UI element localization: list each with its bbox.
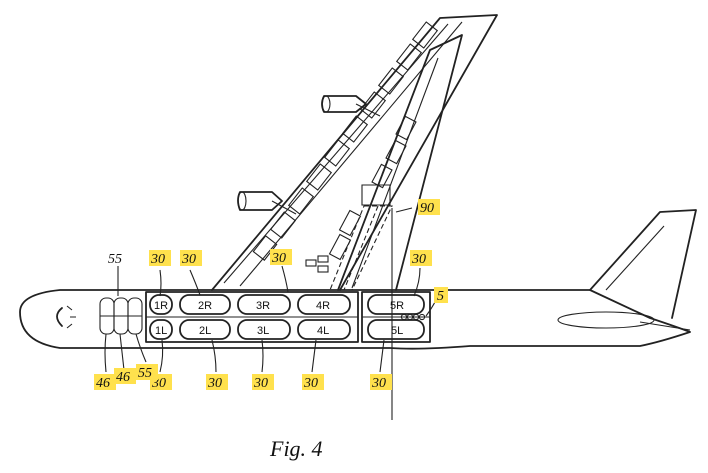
- reference-numerals: 30 30 30 30 90 5 55 30 30 30 30 30 46 46…: [94, 199, 448, 391]
- compartment-4l: 4L: [317, 325, 329, 337]
- ref-30-i: 30: [371, 376, 386, 391]
- ref-30-d: 30: [411, 252, 426, 267]
- ref-30-g: 30: [253, 376, 268, 391]
- ref-30-b: 30: [181, 252, 196, 267]
- forward-unit-stack: [99, 297, 143, 335]
- fuselage: [19, 209, 697, 350]
- compartment-5l: 5L: [391, 325, 403, 337]
- ref-55-top: 55: [108, 252, 122, 267]
- compartment-row-left: 1L 2L 3L 4L 5L: [149, 319, 425, 340]
- compartment-1l: 1L: [155, 325, 167, 337]
- ref-90: 90: [420, 201, 434, 216]
- upper-engine-inboard: [237, 191, 297, 215]
- ref-5: 5: [437, 289, 444, 304]
- upper-wing: [211, 14, 498, 291]
- compartment-3l: 3L: [257, 325, 269, 337]
- compartment-row-right: 1R 2R 3R 4R 5R: [149, 294, 425, 315]
- leader-lines: [104, 207, 437, 373]
- ref-30-h: 30: [303, 376, 318, 391]
- compartment-5r: 5R: [390, 300, 404, 312]
- item-5-chain: [400, 313, 426, 321]
- ref-30-f: 30: [207, 376, 222, 391]
- upper-engine-outboard: [321, 95, 381, 117]
- lower-wing: [305, 34, 463, 291]
- compartment-2l: 2L: [199, 325, 211, 337]
- ref-30-a: 30: [150, 252, 165, 267]
- ref-30-c: 30: [271, 251, 286, 266]
- ref-46-b: 46: [116, 370, 130, 385]
- ref-55-bottom: 55: [138, 366, 152, 381]
- figure-caption: Fig. 4: [270, 436, 323, 461]
- compartment-4r: 4R: [316, 300, 330, 312]
- compartment-1r: 1R: [154, 300, 168, 312]
- compartment-2r: 2R: [198, 300, 212, 312]
- compartment-3r: 3R: [256, 300, 270, 312]
- ref-46-a: 46: [96, 376, 110, 391]
